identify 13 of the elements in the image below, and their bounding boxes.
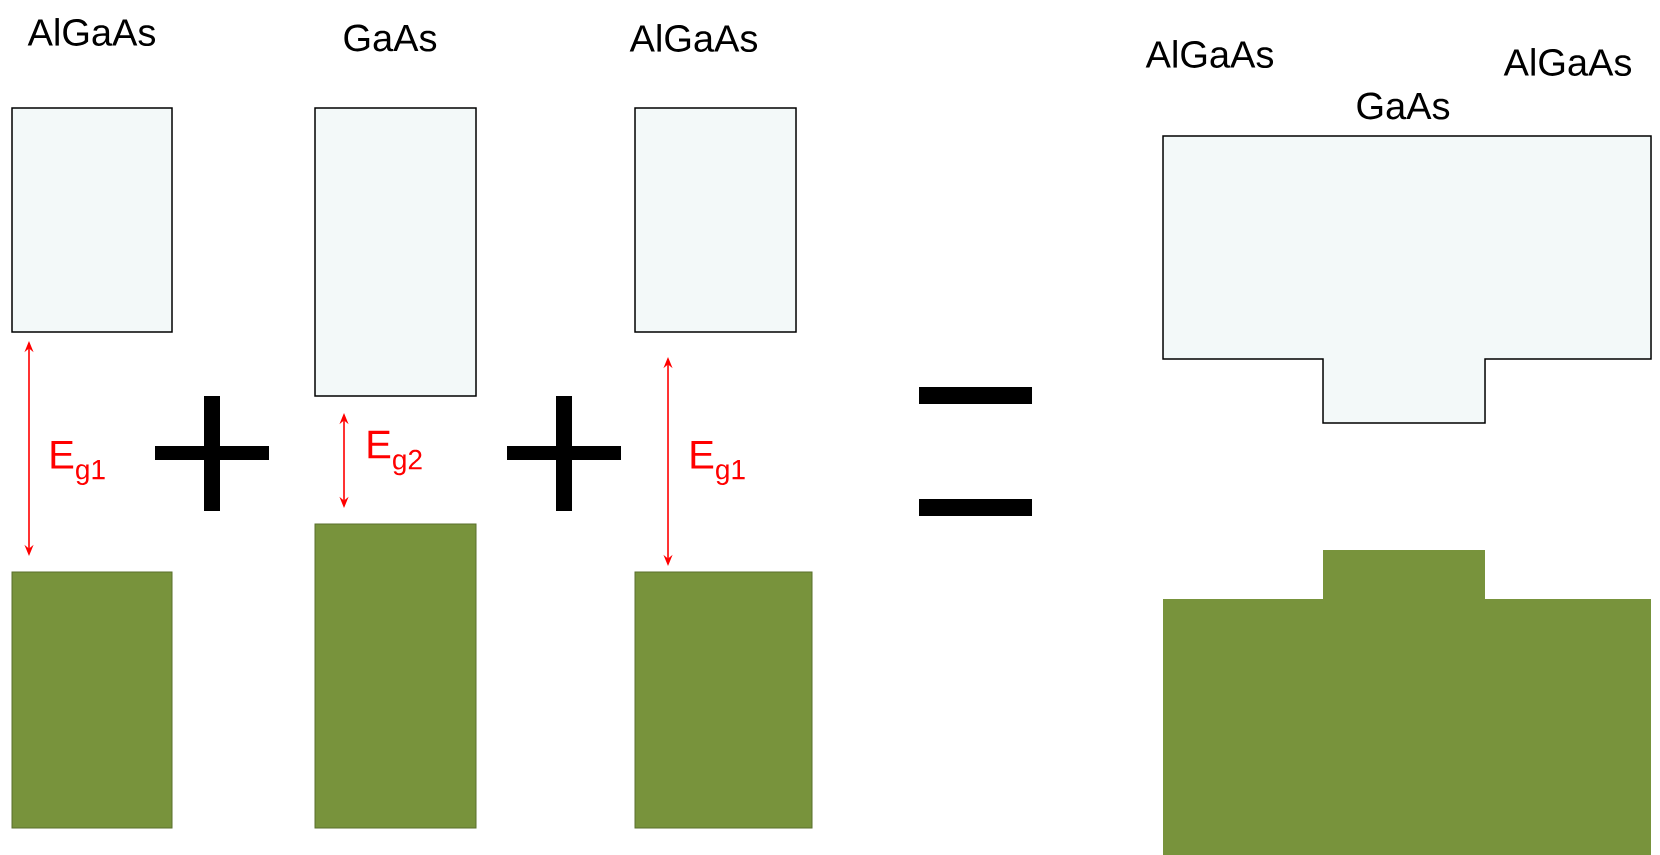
material-label: AlGaAs	[1503, 48, 1632, 76]
band-gap-label: E$_{g1}$	[51, 441, 105, 485]
valence-band-box	[11, 571, 173, 829]
valence-band-box	[314, 523, 477, 829]
band-gap-label: E$_{g1}$	[691, 441, 745, 485]
material-label: AlGaAs	[1145, 40, 1274, 68]
material-label: AlGaAs	[27, 18, 156, 46]
valence-band-shape	[1163, 550, 1651, 855]
material-label: AlGaAs	[629, 24, 758, 52]
valence-band-box	[634, 571, 813, 829]
material-label: GaAs	[1357, 92, 1450, 120]
material-label: GaAs	[344, 24, 437, 52]
band-gap-label: E$_{g2}$	[368, 430, 422, 476]
